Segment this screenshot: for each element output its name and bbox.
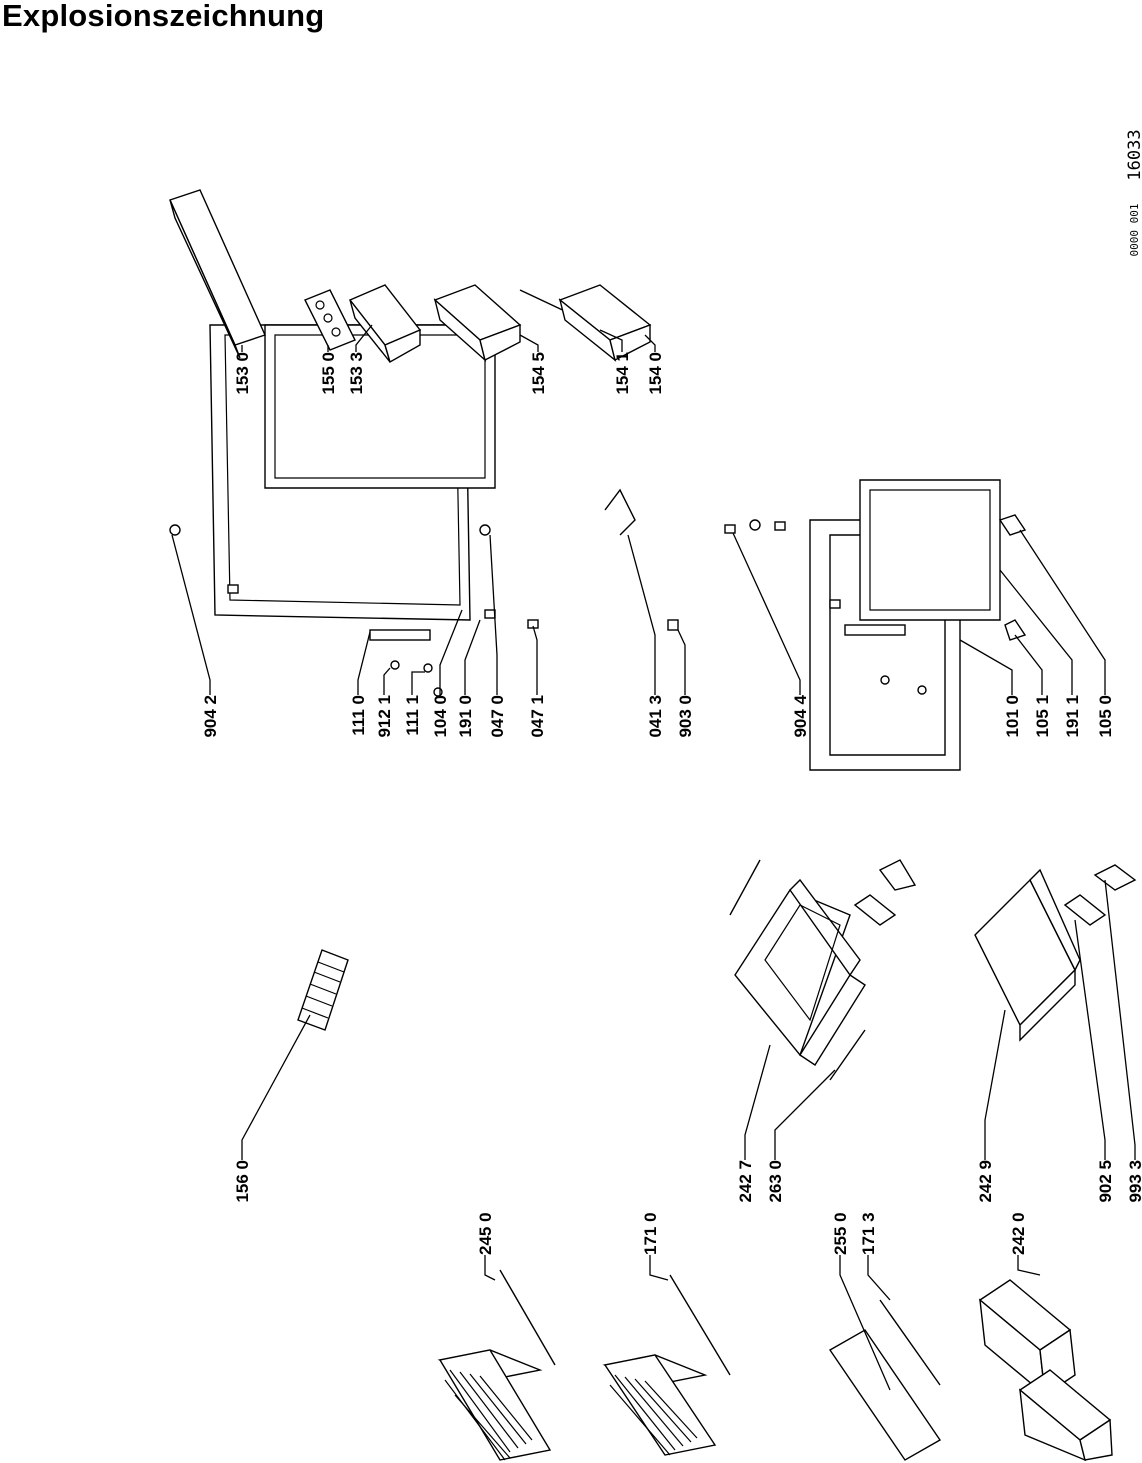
part-label-111-0: 111 0: [349, 695, 368, 736]
lower-door-drawing: [724, 479, 1027, 771]
freezer-drawer-drawing-2: [974, 868, 1081, 1042]
freezer-drawer-drawing-1: [734, 878, 866, 1066]
bottle-shelf-drawing-1: [433, 284, 522, 363]
drawer-clip-drawing-1: [853, 859, 917, 926]
part-label-154-1: 154 1: [613, 352, 632, 395]
part-label-153-0: 153 0: [233, 352, 252, 395]
hinge-drawing-1: [369, 629, 443, 697]
part-label-242-9: 242 9: [976, 1160, 995, 1203]
part-label-904-4: 904 4: [791, 694, 810, 737]
crisper-drawer-drawing: [978, 1279, 1113, 1462]
part-label-255-0: 255 0: [831, 1212, 850, 1255]
door-shelf-drawing-1: [169, 189, 266, 359]
wire-shelf-drawing-1: [437, 1269, 556, 1461]
part-label-111-1: 111 1: [403, 695, 422, 736]
part-label-263-0: 263 0: [766, 1160, 785, 1203]
part-label-155-0: 155 0: [319, 352, 338, 395]
drawer-rail-drawing: [729, 859, 866, 1081]
part-label-154-0: 154 0: [646, 352, 665, 395]
part-label-245-0: 245 0: [476, 1212, 495, 1255]
label-plate-drawing: [1093, 864, 1137, 891]
part-label-902-5: 902 5: [1096, 1160, 1115, 1203]
part-label-047-0: 047 0: [488, 695, 507, 738]
part-label-104-0: 104 0: [431, 695, 450, 738]
drawer-bracket-drawing: [1063, 894, 1107, 926]
part-label-101-0: 101 0: [1003, 695, 1022, 738]
ice-tray-drawing: [297, 949, 349, 1031]
part-label-171-0: 171 0: [641, 1212, 660, 1255]
part-label-242-7: 242 7: [736, 1160, 755, 1203]
document-code: 16033: [1125, 129, 1142, 180]
part-label-191-0: 191 0: [456, 695, 475, 738]
upper-door-drawing: [169, 324, 539, 629]
part-label-912-1: 912 1: [375, 695, 394, 738]
part-label-171-3: 171 3: [859, 1212, 878, 1255]
door-handle-drawing: [604, 488, 679, 631]
glass-shelf-drawing: [828, 1329, 942, 1461]
leader-lines: [171, 324, 1136, 1391]
part-label-993-3: 993 3: [1126, 1160, 1142, 1203]
part-label-903-0: 903 0: [676, 695, 695, 738]
part-number-labels: 156 0 245 0 171 0 242 7 263 0 255 0 171 …: [201, 352, 1142, 1255]
part-label-191-1: 191 1: [1063, 695, 1082, 738]
shelf-trim-drawing: [879, 1299, 941, 1386]
door-shelf-drawing-2: [348, 284, 422, 364]
part-label-153-3: 153 3: [347, 352, 366, 395]
wire-shelf-drawing-2: [602, 1274, 731, 1456]
part-label-105-1: 105 1: [1033, 695, 1052, 738]
document-code-small: 0000 001: [1128, 204, 1141, 257]
part-label-041-3: 041 3: [646, 695, 665, 738]
part-label-242-0: 242 0: [1009, 1212, 1028, 1255]
bottle-shelf-drawing-2: [558, 284, 652, 362]
part-label-904-2: 904 2: [201, 695, 220, 738]
hinge-drawing-2: [844, 624, 927, 695]
part-label-156-0: 156 0: [233, 1160, 252, 1203]
page-title: Explosionszeichnung: [2, 0, 325, 33]
egg-tray-drawing: [304, 289, 356, 351]
part-label-105-0: 105 0: [1096, 695, 1115, 738]
part-label-154-5: 154 5: [529, 352, 548, 395]
part-label-047-1: 047 1: [528, 695, 547, 738]
